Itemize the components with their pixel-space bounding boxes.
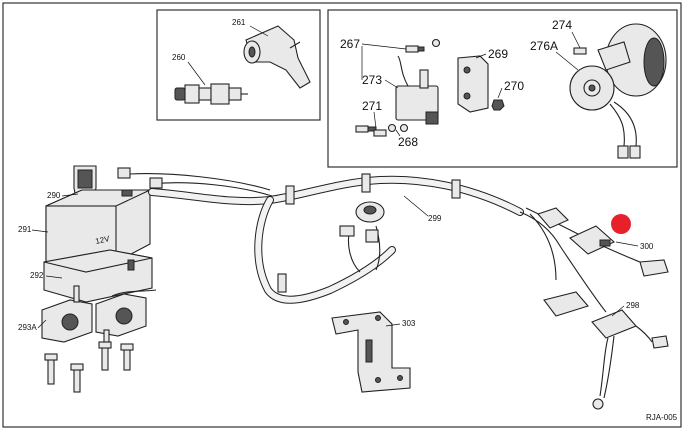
callout-274: 274	[552, 18, 572, 32]
callout-291: 291	[18, 225, 32, 234]
wiring-harness	[117, 167, 641, 313]
battery-label: 12V	[95, 234, 111, 246]
callout-269: 269	[488, 47, 508, 61]
coil-bracket	[457, 55, 489, 113]
mount-bolts	[44, 285, 134, 393]
callout-300: 300	[640, 242, 654, 251]
inset-panel-ignition	[327, 9, 678, 168]
mount-clamps	[41, 289, 157, 343]
magneto-flywheel	[569, 23, 667, 159]
callout-260: 260	[172, 53, 186, 62]
battery-tray	[43, 249, 153, 303]
harness-connectors	[537, 207, 669, 277]
spark-plug	[174, 83, 248, 105]
ignition-coil	[395, 55, 439, 125]
callout-276a: 276A	[530, 39, 558, 53]
callout-293a: 293A	[18, 323, 37, 332]
callout-303: 303	[402, 319, 416, 328]
inset-panel-spark-plug	[156, 9, 321, 121]
callout-290: 290	[47, 191, 61, 200]
callout-292: 292	[30, 271, 44, 280]
mounting-bracket-303	[331, 311, 411, 393]
reference-code: RJA-005	[646, 413, 678, 422]
callout-299: 299	[428, 214, 442, 223]
callout-268: 268	[398, 135, 418, 149]
battery: 12V	[45, 189, 151, 263]
callout-267: 267	[340, 37, 360, 51]
callout-273: 273	[362, 73, 382, 87]
spark-plug-cap	[243, 25, 311, 89]
harness-sensor	[339, 201, 385, 273]
callout-261: 261	[232, 18, 246, 27]
fuse-block-298	[543, 291, 669, 410]
callout-270: 270	[504, 79, 524, 93]
callout-298: 298	[626, 301, 640, 310]
highlight-marker[interactable]	[611, 214, 631, 234]
callout-271: 271	[362, 99, 382, 113]
